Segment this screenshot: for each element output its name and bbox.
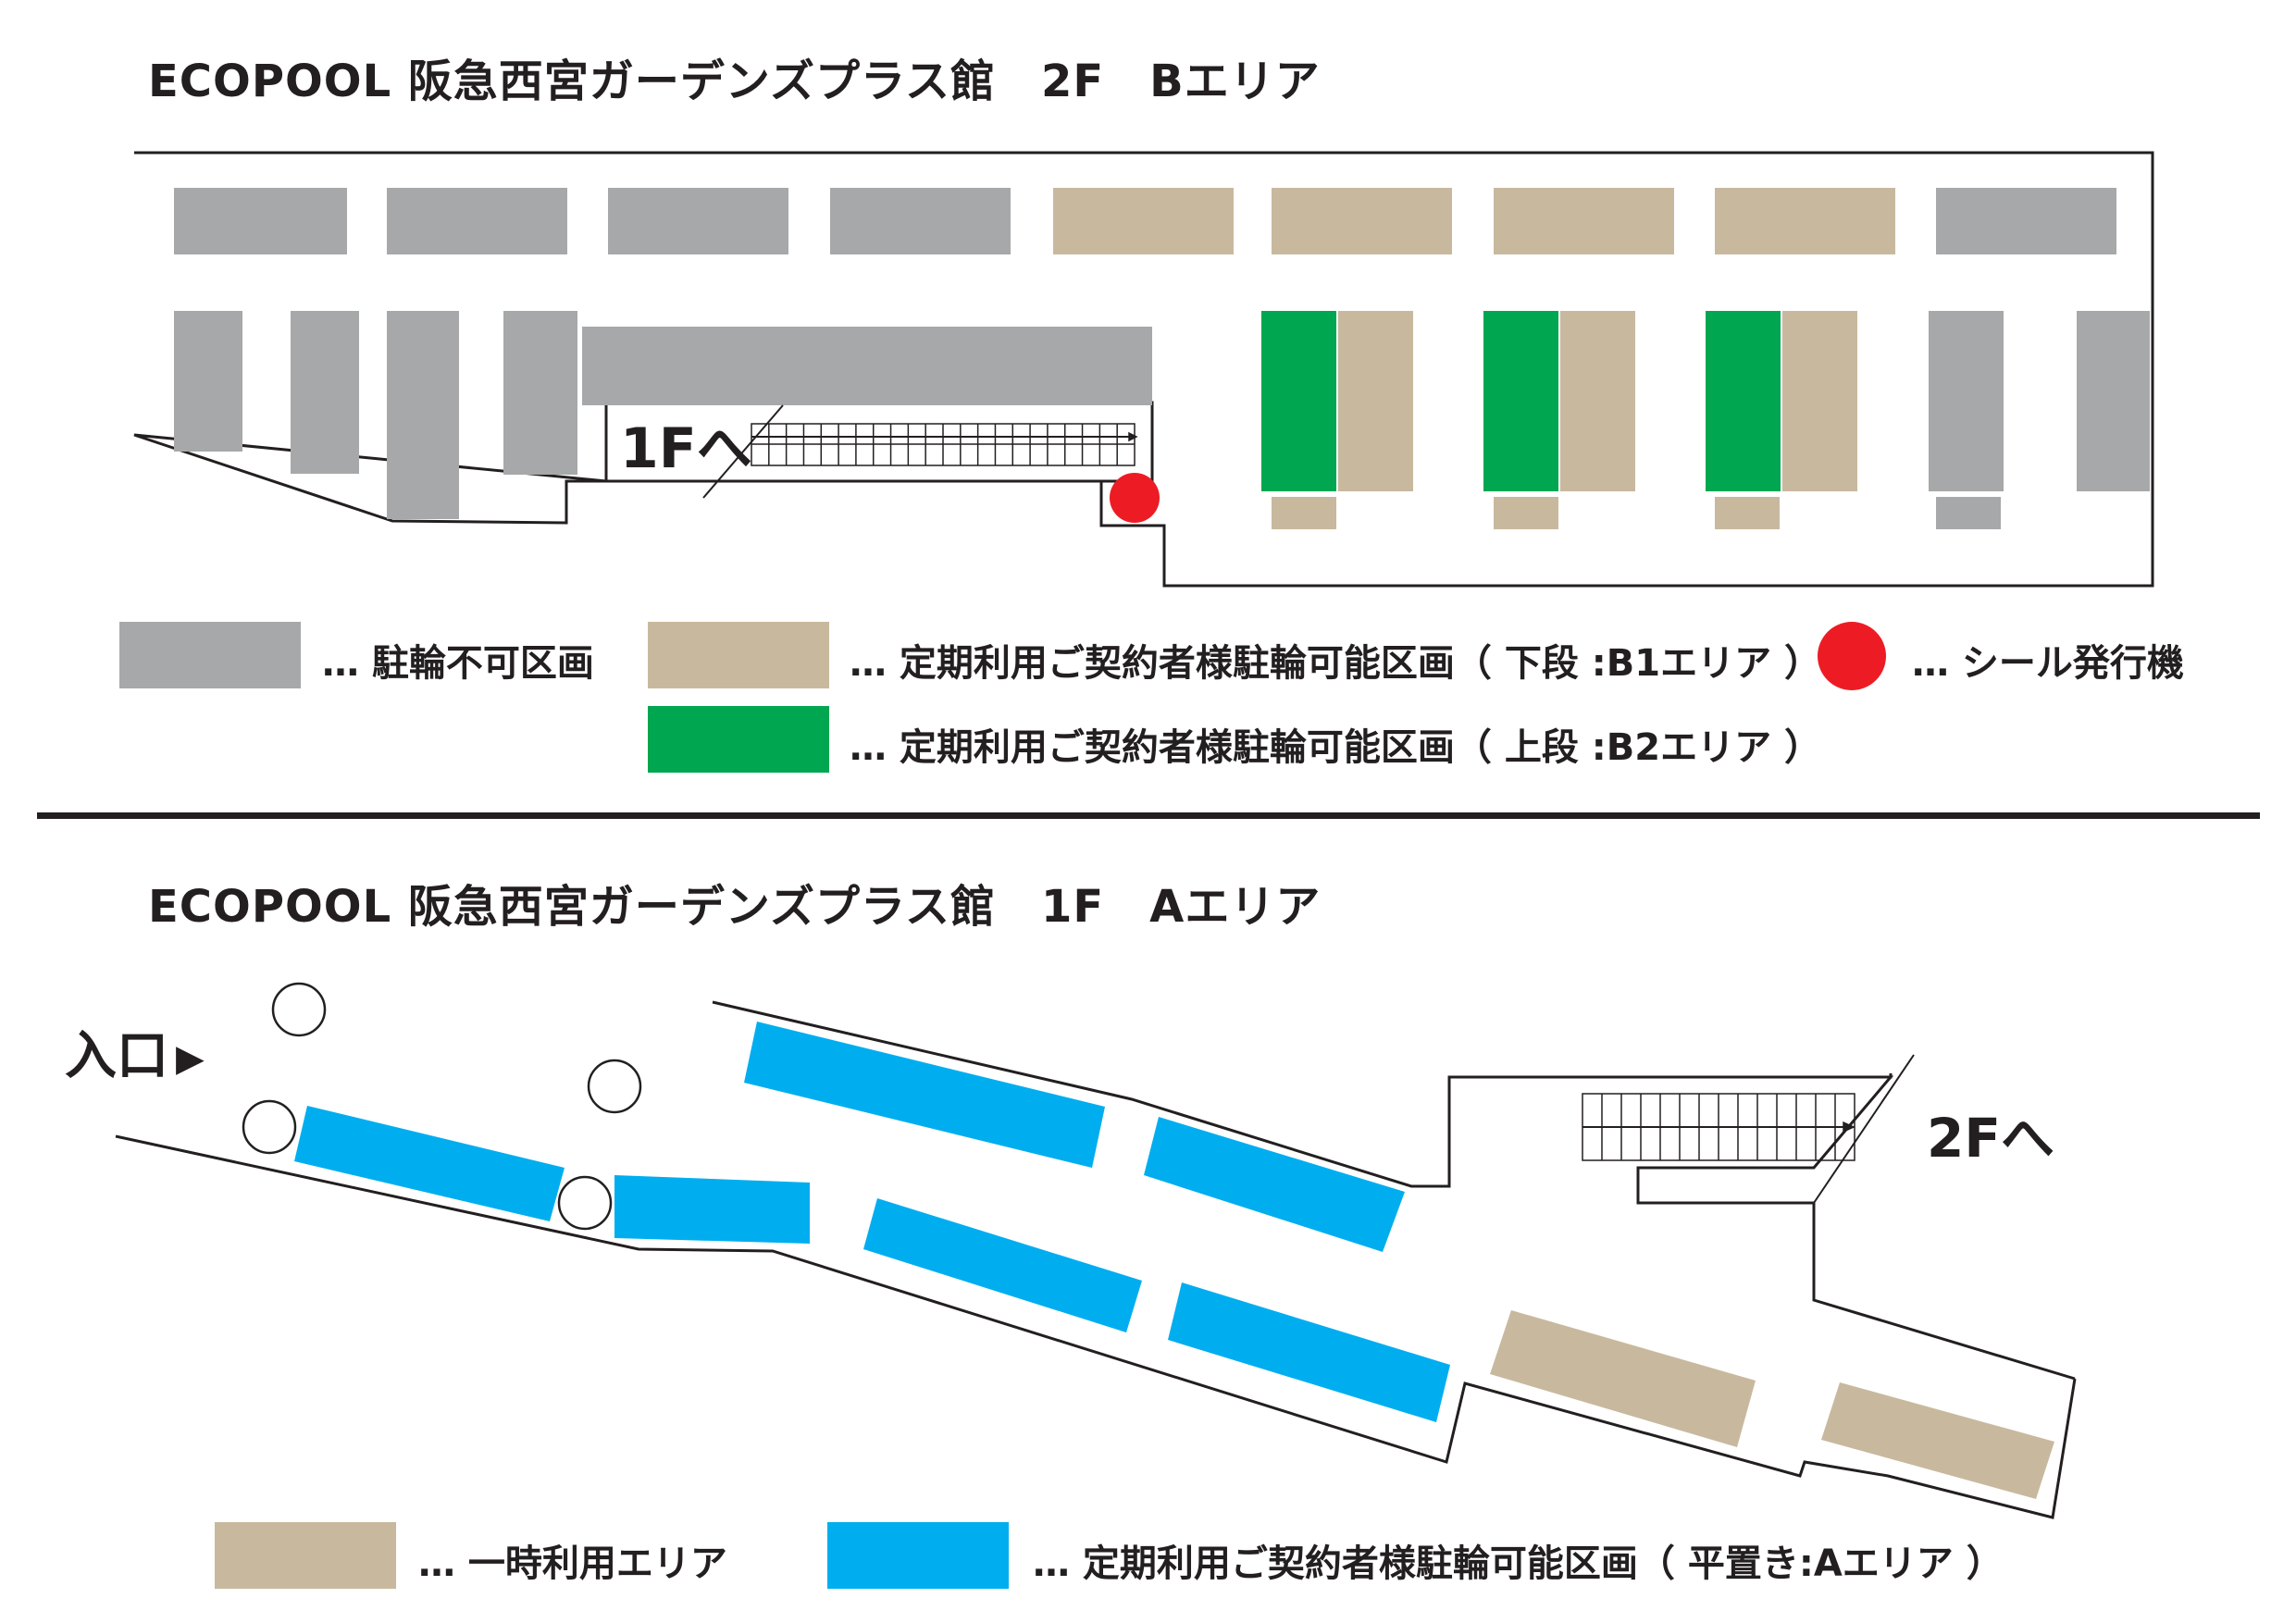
bay-tan: [1272, 188, 1452, 254]
bay-tan: [1821, 1382, 2054, 1499]
section-divider: [37, 812, 2260, 819]
legend-tan-1f-text: … 一時利用エリア: [418, 1542, 727, 1585]
to-1f-label: 1Fへ: [620, 416, 752, 481]
stair-steps: [768, 424, 1118, 465]
bay-gray: [387, 311, 459, 519]
legend-red-text: … シール発行機: [1912, 642, 2184, 685]
bay-tan: [1272, 497, 1336, 529]
bay-gray: [174, 311, 242, 452]
bay-tan: [1782, 311, 1857, 491]
legend-green-text: … 定期利用ご契約者様駐輪可能区画（ 上段 :B2エリア ）: [850, 726, 1822, 769]
bay-tan: [1715, 497, 1780, 529]
legend-tan-text: … 定期利用ご契約者様駐輪可能区画（ 下段 :B1エリア ）: [850, 642, 1822, 685]
bay-blue: [1144, 1117, 1405, 1252]
bay-tan: [1715, 188, 1895, 254]
bay-blue: [614, 1175, 810, 1244]
pillar-circle: [587, 1059, 642, 1114]
bay-gray: [174, 188, 347, 254]
bay-gray: [291, 311, 359, 474]
legend-swatch-tan: [648, 622, 829, 688]
bay-tan: [1494, 188, 1674, 254]
to-2f-label: 2Fへ: [1927, 1107, 2054, 1170]
legend-swatch-gray: [119, 622, 301, 688]
bay-gray: [2077, 311, 2150, 491]
legend-swatch-green: [648, 706, 829, 773]
title-1f-a-area: ECOPOOL 阪急西宮ガーデンズプラス館 1F Aエリア: [148, 881, 1322, 933]
bay-green: [1706, 311, 1781, 491]
bay-gray: [830, 188, 1011, 254]
stairs-2f: [702, 404, 1138, 499]
bay-tan: [1494, 497, 1558, 529]
bay-tan: [1338, 311, 1413, 491]
bay-blue: [744, 1022, 1105, 1168]
pillar-circle: [271, 982, 327, 1037]
legend-swatch-red: [1818, 622, 1886, 690]
pillar-circle: [557, 1175, 613, 1231]
seal-issuer-marker: [1110, 473, 1160, 523]
bay-green: [1261, 311, 1336, 491]
bay-blue: [1168, 1282, 1450, 1422]
floor-1f-outline-lower: [115, 1134, 2077, 1519]
legend-blue-text: … 定期利用ご契約者様駐輪可能区画（ 平置き:Aエリア ）: [1033, 1542, 2004, 1585]
bay-tan: [1053, 188, 1234, 254]
stairs-1f: [1582, 1054, 1915, 1204]
floor-1f-map: 2Fへ 入口 ▶: [65, 982, 2077, 1519]
bay-blue: [863, 1198, 1142, 1332]
legend-gray-text: … 駐輪不可区画: [322, 642, 594, 685]
bay-tan: [1560, 311, 1635, 491]
entrance-label: 入口: [65, 1026, 168, 1086]
bay-gray: [387, 188, 567, 254]
bay-gray: [608, 188, 788, 254]
floor-2f-map: 1Fへ: [133, 151, 2154, 588]
entrance-arrow-icon: ▶: [176, 1037, 205, 1080]
pillar-circle: [242, 1099, 297, 1155]
bay-green: [1483, 311, 1558, 491]
bay-blue: [294, 1106, 565, 1221]
bay-gray: [582, 327, 1152, 405]
bay-gray: [1936, 188, 2116, 254]
bay-gray: [1929, 311, 2004, 491]
legend-swatch-tan-1f: [215, 1522, 396, 1589]
floor-1f-outline-right: [1449, 1075, 2076, 1381]
legend-swatch-blue: [827, 1522, 1009, 1589]
bay-gray: [503, 311, 577, 475]
bay-gray: [1936, 497, 2001, 529]
title-2f-b-area: ECOPOOL 阪急西宮ガーデンズプラス館 2F Bエリア: [148, 56, 1321, 107]
bay-tan: [1490, 1310, 1756, 1447]
